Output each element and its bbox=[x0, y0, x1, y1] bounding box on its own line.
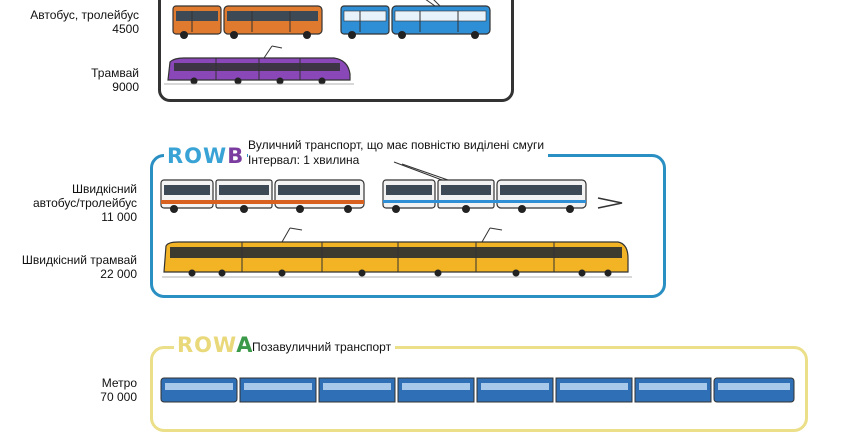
rowb-tag-prefix: ROW bbox=[167, 144, 228, 168]
white-trolleybus-icon bbox=[382, 161, 587, 213]
rowc-row2-label: Трамвай 9000 bbox=[91, 66, 139, 94]
rowb-tag: ROWB bbox=[164, 144, 248, 168]
yellow-tram-icon bbox=[162, 227, 632, 278]
rowa-title: Позавуличний транспорт bbox=[252, 340, 396, 355]
rowa-tag: ROWA bbox=[174, 334, 257, 356]
rowa-row1-capacity: 70 000 bbox=[100, 390, 137, 404]
rowb-row2-capacity: 22 000 bbox=[100, 267, 137, 281]
purple-tram-icon bbox=[164, 45, 354, 85]
rowb-tag-letter: B bbox=[227, 144, 245, 168]
rowc-row2-capacity: 9000 bbox=[112, 80, 139, 94]
rowb-title: Вуличний транспорт, що має повністю виді… bbox=[248, 138, 545, 152]
rowa-tag-letter: A bbox=[236, 333, 254, 357]
rowb-row2-name: Швидкісний трамвай bbox=[21, 253, 137, 267]
rowc-row2-name: Трамвай bbox=[91, 66, 139, 80]
rowb-row2-label: Швидкісний трамвай 22 000 bbox=[22, 253, 137, 281]
rowb-interval: Інтервал: 1 хвилина bbox=[248, 153, 360, 167]
rowb-row1-line2: автобус/тролейбус bbox=[32, 196, 137, 210]
orange-bus-icon bbox=[172, 5, 323, 39]
metro-train-icon bbox=[160, 377, 795, 403]
brt-bus-icon bbox=[160, 179, 365, 213]
rowc-box bbox=[158, 0, 514, 102]
rowc-row1-name: Автобус, тролейбус bbox=[30, 8, 139, 22]
rowb-row1-line1: Швидкісний bbox=[71, 182, 137, 196]
rowc-row1-label: Автобус, тролейбус 4500 bbox=[30, 8, 139, 36]
arrow-icon bbox=[597, 197, 623, 209]
rowb-row1-capacity: 11 000 bbox=[101, 210, 137, 224]
blue-trolleybus-icon bbox=[340, 0, 491, 39]
rowb-row1-label: Швидкісний автобус/тролейбус 11 000 bbox=[33, 182, 137, 224]
rowa-tag-prefix: ROW bbox=[177, 333, 237, 357]
rowa-row1-name: Метро bbox=[101, 376, 137, 390]
rowc-row1-capacity: 4500 bbox=[112, 22, 139, 36]
